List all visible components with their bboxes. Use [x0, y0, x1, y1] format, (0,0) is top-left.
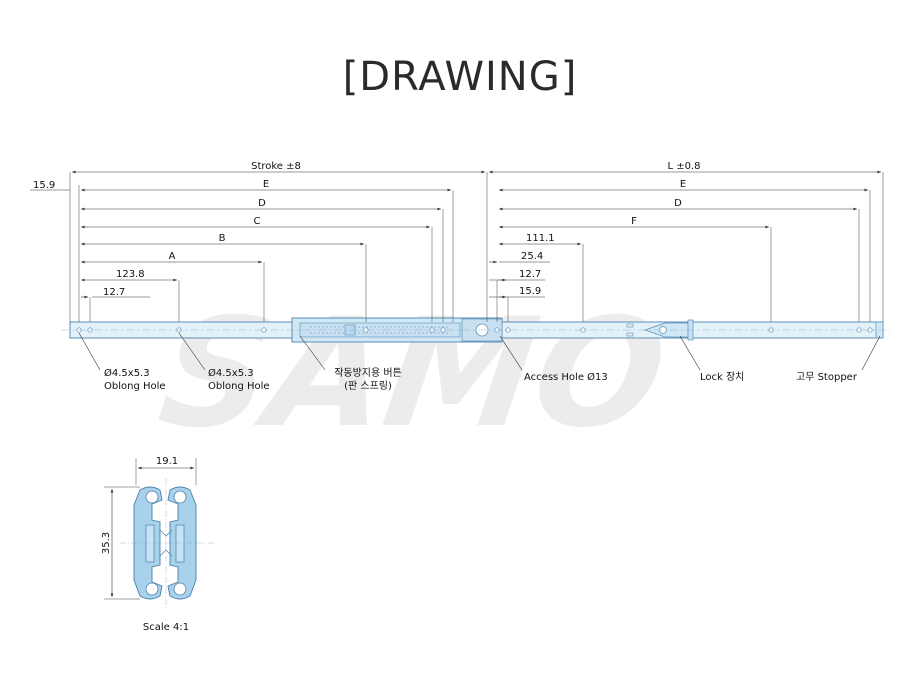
dim-left-123: 123.8 [116, 269, 145, 280]
dim-right-159: 15.9 [519, 286, 541, 297]
callout-hole2-size: Ø4.5x5.3 [208, 367, 254, 379]
dim-right-111: 111.1 [526, 233, 555, 244]
dim-left-e: E [263, 179, 269, 190]
dim-right-d: D [674, 198, 682, 209]
dim-left-a: A [169, 251, 176, 262]
profile-section: 19.1 35.3 Scale 4:1 [101, 456, 215, 633]
callout-hole1-type: Oblong Hole [104, 381, 166, 392]
dim-left-d: D [258, 198, 266, 209]
dim-left-b: B [219, 233, 226, 244]
callout-hole2-type: Oblong Hole [208, 381, 270, 392]
callout-stopper: 고무 Stopper [796, 372, 858, 383]
dim-stroke: Stroke ±8 [251, 161, 301, 172]
dim-right-254: 25.4 [521, 251, 543, 262]
rail-assembly [62, 317, 890, 343]
dim-right-e: E [680, 179, 686, 190]
dim-length: L ±0.8 [667, 161, 700, 172]
profile-scale: Scale 4:1 [143, 622, 189, 633]
dim-right-f: F [631, 216, 637, 227]
profile-height: 35.3 [101, 532, 112, 554]
dim-right-127: 12.7 [519, 269, 541, 280]
dim-offset-left: 15.9 [33, 180, 55, 191]
callout-button-line2: (판 스프링) [344, 380, 392, 392]
watermark-logo: SAMO [150, 286, 675, 461]
dim-left-c: C [254, 216, 261, 227]
page-title: [DRAWING] [343, 54, 578, 100]
profile-width: 19.1 [156, 456, 178, 467]
ball-retainer [299, 322, 461, 338]
callout-button-line1: 작동방지용 버튼 [334, 367, 402, 379]
dim-left-127: 12.7 [103, 287, 125, 298]
callout-access-hole: Access Hole Ø13 [524, 371, 608, 383]
callout-lock: Lock 장치 [700, 371, 744, 383]
callout-hole1-size: Ø4.5x5.3 [104, 367, 150, 379]
